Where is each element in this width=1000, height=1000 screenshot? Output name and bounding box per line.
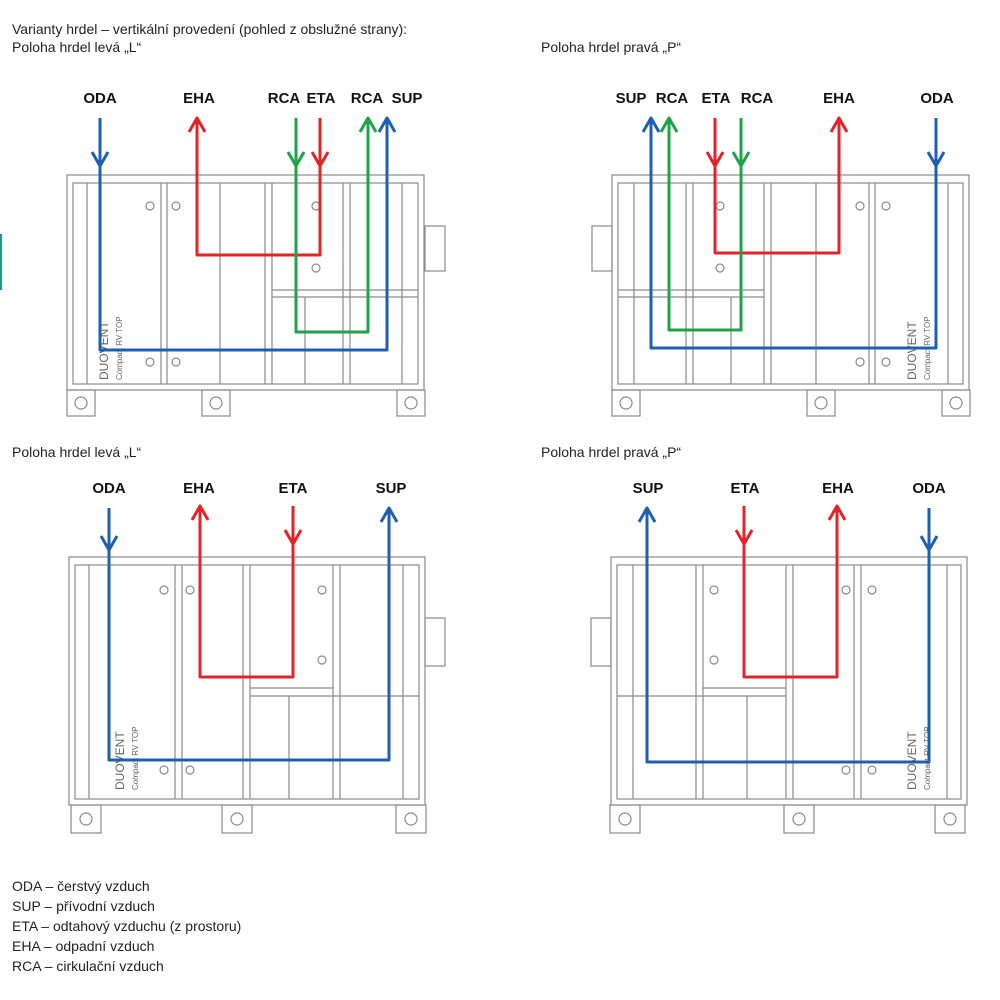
panel-top-right: DUOVENT Compact RV TOP SUP RCA ETA RCA E… bbox=[0, 0, 1000, 440]
legend-eta: ETA – odtahový vzduchu (z prostoru) bbox=[12, 918, 242, 934]
label-eta: ETA bbox=[307, 90, 336, 107]
label-rca: RCA bbox=[656, 90, 689, 107]
caption-top-left: Poloha hrdel levá „L“ bbox=[12, 39, 142, 55]
flow-eta-eha bbox=[195, 118, 322, 257]
diagram-title: Varianty hrdel – vertikální provedení (p… bbox=[12, 21, 408, 37]
caption-bottom-right: Poloha hrdel pravá „P“ bbox=[541, 444, 682, 460]
label-sup: SUP bbox=[633, 480, 664, 497]
unit-outline bbox=[590, 556, 968, 834]
label-rca-2: RCA bbox=[741, 90, 774, 107]
unit-model: Compact RV TOP bbox=[115, 316, 124, 380]
unit-outline bbox=[591, 174, 971, 417]
label-eta: ETA bbox=[279, 480, 308, 497]
legend: ODA – čerstvý vzduch SUP – přívodní vzdu… bbox=[12, 876, 241, 976]
edge-marker bbox=[0, 234, 2, 290]
label-eha: EHA bbox=[183, 480, 215, 497]
label-oda: ODA bbox=[912, 480, 946, 497]
flow-eta-eha bbox=[713, 118, 841, 255]
label-eha: EHA bbox=[183, 90, 215, 107]
flow-sup bbox=[645, 508, 931, 764]
unit-outline bbox=[66, 174, 446, 417]
flow-sup bbox=[98, 118, 389, 352]
panel-bottom-right: DUOVENT Compact RV TOP SUP ETA EHA ODA bbox=[590, 480, 968, 834]
label-oda: ODA bbox=[83, 90, 117, 107]
unit-model: Compact RV TOP bbox=[131, 726, 140, 790]
caption-top-right: Poloha hrdel pravá „P“ bbox=[541, 39, 682, 55]
unit-brand: DUOVENT bbox=[905, 321, 919, 380]
label-oda: ODA bbox=[920, 90, 954, 107]
label-eta: ETA bbox=[731, 480, 760, 497]
panel-top-left: DUOVENT Compact RV TOP ODA EHA RCA ETA R… bbox=[0, 0, 1000, 440]
unit-brand: DUOVENT bbox=[905, 731, 919, 790]
label-oda: ODA bbox=[92, 480, 126, 497]
label-sup: SUP bbox=[616, 90, 647, 107]
label-sup: SUP bbox=[392, 90, 423, 107]
legend-rca: RCA – cirkulační vzduch bbox=[12, 958, 164, 974]
label-sup: SUP bbox=[376, 480, 407, 497]
flow-sup bbox=[107, 508, 391, 762]
legend-oda: ODA – čerstvý vzduch bbox=[12, 878, 150, 894]
label-rca-2: RCA bbox=[351, 90, 384, 107]
label-eta: ETA bbox=[702, 90, 731, 107]
legend-eha: EHA – odpadní vzduch bbox=[12, 938, 155, 954]
label-eha: EHA bbox=[823, 90, 855, 107]
label-eha: EHA bbox=[822, 480, 854, 497]
flow-sup bbox=[649, 118, 938, 350]
legend-sup: SUP – přívodní vzduch bbox=[12, 898, 155, 914]
flow-rca bbox=[667, 118, 743, 332]
panel-bottom-left: DUOVENT Compact RV TOP ODA EHA ETA SUP bbox=[68, 480, 446, 834]
flow-eta-eha bbox=[742, 506, 839, 679]
flow-rca bbox=[294, 118, 370, 334]
caption-bottom-left: Poloha hrdel levá „L“ bbox=[12, 444, 142, 460]
flow-eta-eha bbox=[198, 506, 295, 679]
label-rca: RCA bbox=[268, 90, 301, 107]
